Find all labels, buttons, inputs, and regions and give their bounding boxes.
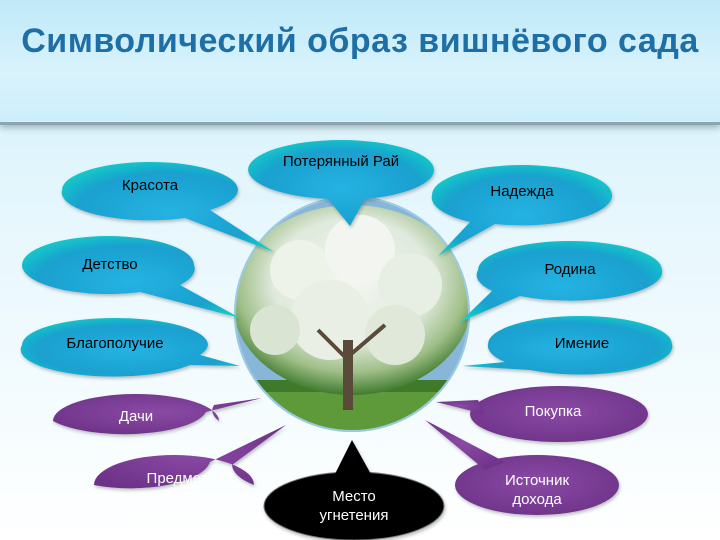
bubble-rodina <box>460 241 663 322</box>
bubble-nadezhda <box>431 165 613 256</box>
bubble-gordost <box>94 425 286 489</box>
label-ugnetenie: Место угнетения <box>319 488 389 524</box>
pokupka-pointer <box>436 400 484 414</box>
label-blagopoluchie: Благополучие <box>66 335 164 352</box>
label-detstvo: Детство <box>82 256 138 273</box>
label-krasota: Красота <box>121 177 179 194</box>
bubble-detstvo <box>21 236 240 318</box>
bubble-pokupka <box>470 386 648 442</box>
label-rodina: Родина <box>544 261 596 278</box>
bubble-imenie <box>462 316 673 375</box>
bubble-krasota <box>61 162 274 252</box>
bubble-dohod <box>455 455 619 515</box>
bubble-raj <box>248 140 434 226</box>
title-bar <box>0 0 720 125</box>
label-nadezhda: Надежда <box>490 183 554 200</box>
page-title: Символический образ вишнёвого сада <box>21 22 699 60</box>
label-dachi: Дачи <box>118 408 154 425</box>
label-dohod: Источник дохода <box>504 472 570 508</box>
label-imenie: Имение <box>554 335 610 352</box>
bubble-ugnetenie <box>263 471 445 540</box>
dohod-pointer <box>425 420 505 470</box>
label-raj: Потерянный Рай <box>282 153 400 170</box>
bubble-dachi <box>53 394 262 435</box>
label-gordost: Предмет гордости <box>146 470 208 506</box>
ugnetenie-pointer <box>334 440 372 476</box>
bubble-blagopoluchie <box>20 318 240 377</box>
label-pokupka: Покупка <box>524 403 582 420</box>
